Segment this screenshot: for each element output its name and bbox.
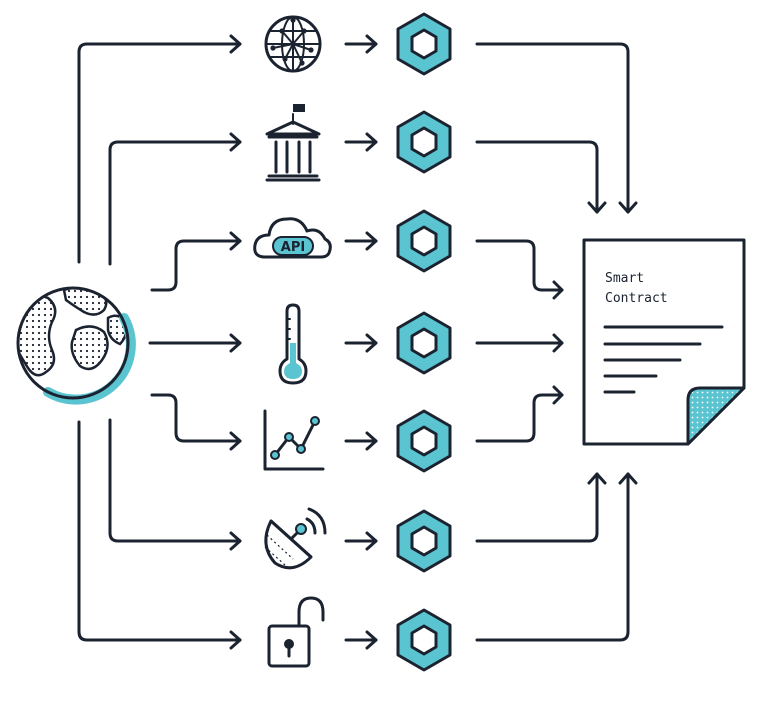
connector-oracle7-contract — [475, 472, 630, 642]
connector-hub-api — [150, 239, 242, 292]
contract-title-line2: Contract — [605, 291, 668, 306]
api-label: API — [281, 240, 305, 255]
connector-hub-lock — [77, 420, 242, 642]
bank-building-icon — [265, 104, 321, 182]
contract-text-lines — [603, 325, 724, 394]
api-cloud-icon: API — [253, 217, 332, 259]
connector-hub-globe — [77, 42, 242, 264]
connector-oracle1-contract — [475, 42, 630, 214]
smart-contract-document-icon: Smart Contract — [582, 238, 746, 446]
earth-globe-icon — [16, 286, 136, 405]
connector-hub-satellite — [108, 418, 242, 543]
hexagon-node-icon — [396, 12, 452, 76]
hub-to-source-connectors — [77, 34, 242, 650]
hexagon-node-icon — [396, 110, 452, 174]
connector-hub-bank — [108, 140, 242, 266]
satellite-dish-icon — [264, 507, 327, 570]
arrowheads-into-sources — [229, 34, 242, 650]
hexagon-node-icon — [396, 608, 452, 672]
connector-oracle2-contract — [475, 140, 599, 214]
line-chart-icon — [263, 409, 325, 471]
unlocked-padlock-icon — [267, 596, 325, 668]
thermometer-icon — [278, 303, 308, 385]
oracle-to-contract-connectors — [475, 42, 638, 642]
source-to-oracle-connectors — [344, 34, 378, 650]
hexagon-node-icon — [396, 409, 452, 473]
globe-network-icon — [264, 15, 322, 73]
hexagon-node-icon — [396, 209, 452, 273]
hexagon-node-icon — [396, 311, 452, 375]
connector-hub-chart — [150, 393, 242, 443]
connector-oracle5-contract — [475, 393, 564, 443]
oracle-nodes — [396, 12, 452, 672]
contract-title-line1: Smart — [605, 271, 644, 286]
connector-oracle6-contract — [475, 472, 599, 543]
hexagon-node-icon — [396, 509, 452, 573]
connector-oracle3-contract — [475, 239, 564, 292]
